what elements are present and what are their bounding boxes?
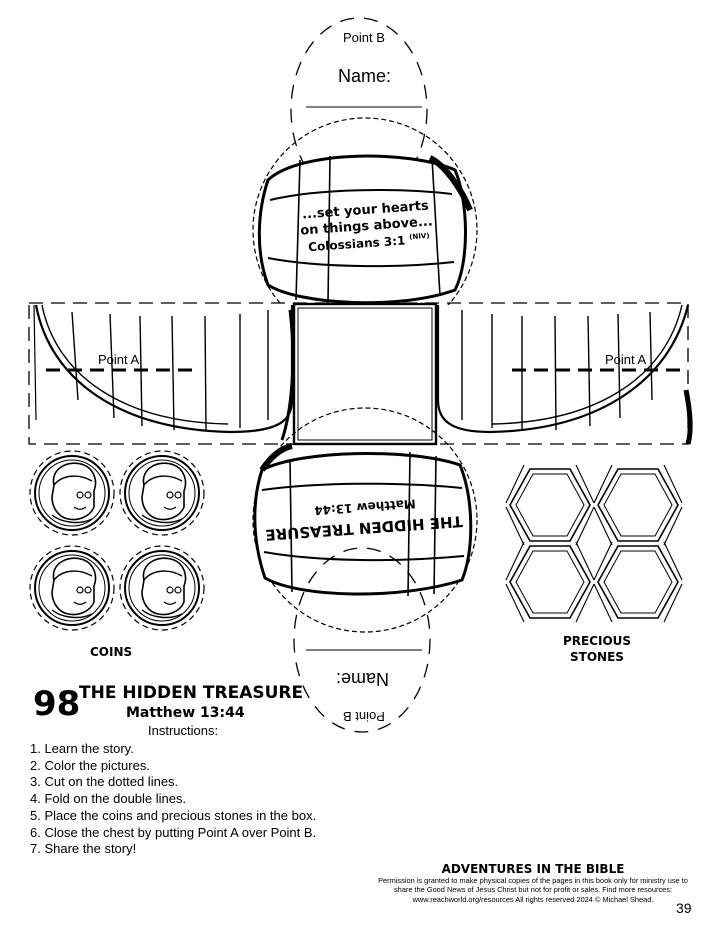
bottom-barrel-icon	[253, 443, 473, 597]
right-barrel-icon	[436, 304, 693, 445]
coins-label: coins	[90, 645, 133, 659]
page-number: 39	[676, 900, 692, 916]
instruction-list: 1. Learn the story. 2. Color the picture…	[30, 741, 316, 858]
point-a-label-right: Point A	[605, 352, 647, 367]
point-a-label-left: Point A	[98, 352, 140, 367]
instructions-heading: Instructions:	[148, 723, 219, 738]
instruction-step: 7. Share the story!	[30, 841, 137, 857]
point-b-label-top: Point B	[343, 30, 385, 45]
verse-version: (NIV)	[408, 231, 430, 242]
box-bottom-panel	[292, 302, 438, 446]
bottom-flap-outline	[293, 547, 431, 733]
name-label-top: Name:	[338, 66, 392, 86]
lesson-reference: Matthew 13:44	[126, 705, 245, 721]
instruction-step: 3. Cut on the dotted lines.	[30, 774, 179, 790]
instruction-step: 1. Learn the story.	[30, 741, 134, 756]
name-label-bottom: Name:	[336, 669, 390, 689]
precious-stones-label: precious stones	[552, 633, 642, 665]
precious-stones-line-2: stones	[570, 650, 624, 664]
lesson-number: 98	[33, 684, 81, 724]
series-title: Adventures in the Bible	[441, 862, 625, 876]
precious-stones-line-1: precious	[562, 634, 632, 648]
left-barrel-icon	[33, 304, 295, 441]
instruction-step: 5. Place the coins and precious stones i…	[30, 807, 317, 823]
instruction-step: 4. Fold on the double lines.	[30, 791, 187, 807]
lesson-title: the hidden treasure	[79, 683, 304, 703]
point-b-label-bottom: Point B	[343, 709, 385, 724]
instruction-step: 6. Close the chest by putting Point A ov…	[30, 824, 317, 840]
top-barrel-icon	[257, 154, 473, 305]
instruction-step: 2. Color the pictures.	[30, 757, 150, 773]
hexagon-stone-icon	[505, 464, 683, 623]
coin-face-icon	[29, 450, 205, 631]
permission-notice: Permission is granted to make physical c…	[378, 876, 688, 904]
